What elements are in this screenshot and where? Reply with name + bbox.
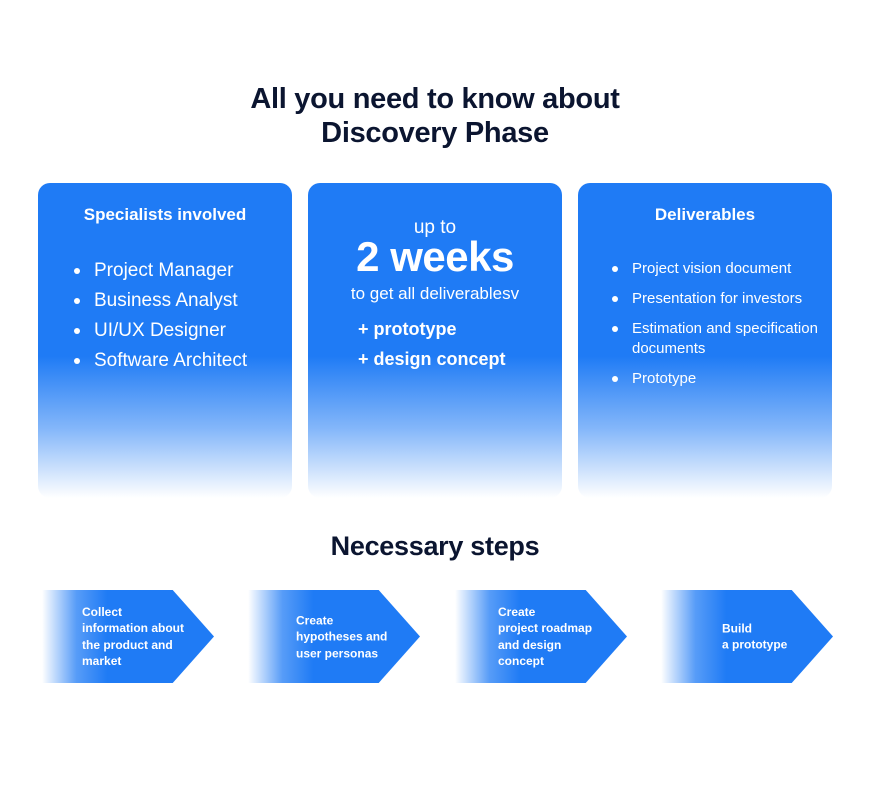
page-title-line-2: Discovery Phase — [321, 117, 549, 149]
step-text-line: Create — [296, 612, 334, 627]
step-text-line: the product and — [82, 637, 173, 652]
deliverables-list: Project vision document Presentation for… — [612, 259, 822, 399]
timeline-card: up to 2 weeks to get all deliverablesv +… — [308, 183, 562, 498]
timeline-extra-design-concept: + design concept — [358, 349, 506, 369]
step-arrow-create-roadmap: Create project roadmap and design concep… — [455, 590, 627, 683]
list-item: UI/UX Designer — [73, 316, 247, 346]
step-text-line: information about — [82, 621, 184, 635]
specialists-card: Specialists involved Project Manager Bus… — [38, 183, 292, 498]
list-item: Business Analyst — [73, 286, 247, 316]
timeline-prefix: up to — [413, 217, 457, 238]
step-text: Create hypotheses and user personas — [296, 612, 401, 662]
list-item: Prototype — [612, 369, 822, 389]
step-text-line: project roadmap — [498, 621, 593, 635]
list-item: Project Manager — [73, 256, 247, 286]
step-text: Build a prototype — [722, 620, 812, 653]
step-text-line: market — [82, 654, 122, 668]
step-arrow-build-prototype: Build a prototype — [661, 590, 833, 683]
list-item: Estimation and specification documents — [612, 319, 822, 359]
step-arrow-collect-information: Collect information about the product an… — [42, 590, 214, 683]
step-text-line: Create — [498, 604, 536, 619]
specialists-card-title: Specialists involved — [83, 205, 247, 224]
step-text-line: concept — [498, 654, 545, 668]
list-item: Software Architect — [73, 346, 247, 376]
page-title-line-1: All you need to know about — [250, 83, 620, 115]
step-text-line: a prototype — [722, 637, 788, 652]
step-text: Create project roadmap and design concep… — [498, 604, 598, 670]
list-item: Presentation for investors — [612, 289, 822, 309]
step-text-line: Collect — [82, 604, 123, 619]
page-title: All you need to know about Discovery Pha… — [0, 82, 870, 150]
step-text-line: Build — [722, 621, 752, 635]
deliverables-card: Deliverables Project vision document Pre… — [578, 183, 832, 498]
step-text-line: hypotheses and — [296, 629, 388, 644]
timeline-extra-prototype: + prototype — [358, 319, 457, 339]
step-arrow-create-hypotheses: Create hypotheses and user personas — [248, 590, 420, 683]
timeline-suffix: to get all deliverablesv — [350, 284, 520, 303]
deliverables-card-title: Deliverables — [654, 205, 756, 224]
step-text: Collect information about the product an… — [82, 604, 197, 670]
list-item: Project vision document — [612, 259, 822, 279]
steps-title: Necessary steps — [330, 531, 540, 561]
specialists-list: Project Manager Business Analyst UI/UX D… — [73, 256, 247, 376]
step-text-line: user personas — [296, 645, 379, 660]
timeline-duration: 2 weeks — [356, 233, 514, 280]
step-text-line: and design — [498, 637, 562, 652]
